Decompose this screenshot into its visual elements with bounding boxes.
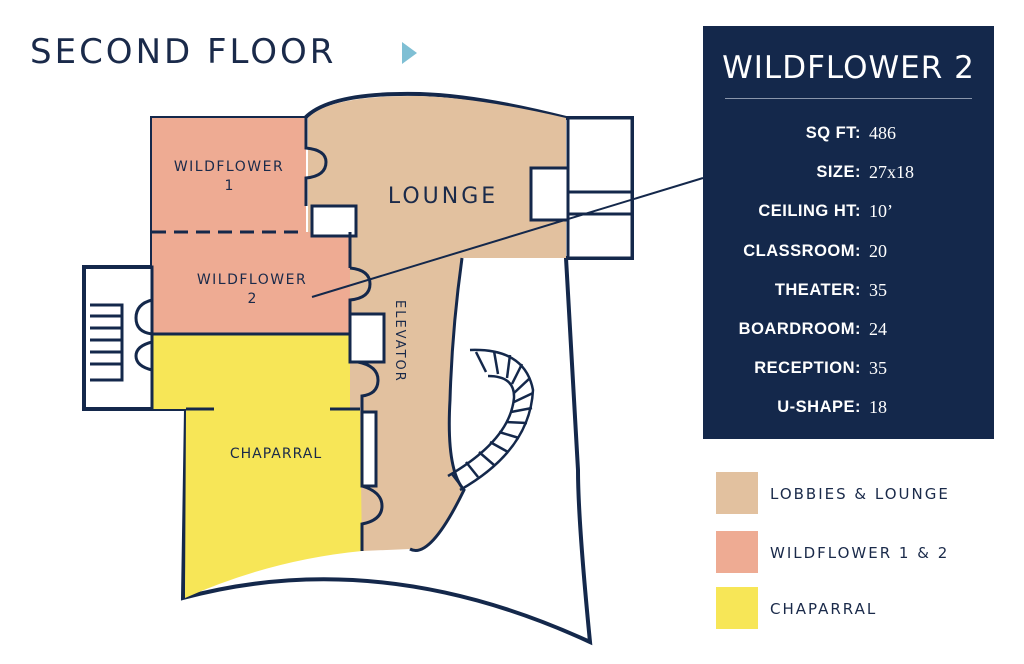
spec-value: 24 <box>869 319 887 340</box>
spec-label: BOARDROOM: <box>738 320 861 339</box>
panel-divider <box>725 98 972 99</box>
spiral-staircase <box>447 348 535 492</box>
spec-value: 10’ <box>869 201 893 222</box>
spec-label: U-SHAPE: <box>777 398 861 417</box>
spec-value: 35 <box>869 358 887 379</box>
legend-swatch <box>716 531 758 573</box>
spec-value: 20 <box>869 240 887 261</box>
spec-value: 27x18 <box>869 162 914 183</box>
closet-lounge <box>529 166 571 222</box>
service-closet <box>360 410 378 488</box>
legend-swatch <box>716 472 758 514</box>
spec-value: 35 <box>869 279 887 300</box>
spec-label: THEATER: <box>774 280 861 299</box>
wall <box>134 340 153 372</box>
room-label-wildflower-2: WILDFLOWER <box>197 272 307 288</box>
legend-label: WILDFLOWER 1 & 2 <box>770 544 950 562</box>
room-details-panel: WILDFLOWER 2 SQ FT: 486 SIZE: 27x18 CEILIN… <box>703 26 994 439</box>
spec-label: SQ FT: <box>805 124 861 143</box>
spec-label: CEILING HT: <box>758 202 861 221</box>
spec-row-u-shape: U-SHAPE: 18 <box>703 388 994 427</box>
floor-title: SECOND FLOOR <box>30 32 337 72</box>
wildflower-1-room[interactable] <box>152 118 306 232</box>
legend-item-chaparral: CHAPARRAL <box>716 587 996 629</box>
legend-swatch <box>716 587 758 629</box>
legend-item-wildflower: WILDFLOWER 1 & 2 <box>716 531 996 573</box>
spec-row-sq-ft: SQ FT: 486 <box>703 114 994 153</box>
spec-row-reception: RECEPTION: 35 <box>703 349 994 388</box>
wall <box>134 298 153 336</box>
legend-label: CHAPARRAL <box>770 600 878 618</box>
room-details-title: WILDFLOWER 2 <box>722 50 975 86</box>
wall <box>304 118 328 206</box>
room-label-wildflower-1-number: 1 <box>225 178 234 194</box>
room-label-wildflower-2-number: 2 <box>248 291 257 307</box>
spec-label: CLASSROOM: <box>743 241 861 260</box>
wall <box>409 257 466 552</box>
spec-row-size: SIZE: 27x18 <box>703 153 994 192</box>
legend-item-lobbies-lounge: LOBBIES & LOUNGE <box>716 472 996 514</box>
wall <box>357 360 380 412</box>
room-label-wildflower-1: WILDFLOWER <box>174 159 284 175</box>
wall <box>360 484 384 551</box>
spec-label: RECEPTION: <box>754 359 861 378</box>
closet-east <box>566 116 634 260</box>
spec-row-boardroom: BOARDROOM: 24 <box>703 310 994 349</box>
spec-row-classroom: CLASSROOM: 20 <box>703 232 994 271</box>
room-specs-list: SQ FT: 486 SIZE: 27x18 CEILING HT: 10’ CLAS… <box>703 114 994 428</box>
wall <box>348 266 372 314</box>
callout-line <box>311 177 704 298</box>
wildflower-2-room[interactable] <box>152 232 350 334</box>
spec-row-ceiling-height: CEILING HT: 10’ <box>703 192 994 231</box>
legend-label: LOBBIES & LOUNGE <box>770 485 950 503</box>
room-label-elevator: ELEVATOR <box>392 300 407 383</box>
spec-row-theater: THEATER: 35 <box>703 271 994 310</box>
spec-value: 486 <box>869 123 896 144</box>
spec-value: 18 <box>869 397 887 418</box>
room-label-chaparral: CHAPARRAL <box>230 446 322 462</box>
play-arrow-icon <box>402 42 417 64</box>
chaparral-room[interactable] <box>152 334 362 598</box>
elevator-shaft <box>348 312 386 364</box>
closet-wildflower-1 <box>310 204 358 238</box>
room-label-lounge: LOUNGE <box>388 184 498 209</box>
west-staircase <box>82 265 154 411</box>
spec-label: SIZE: <box>816 163 861 182</box>
